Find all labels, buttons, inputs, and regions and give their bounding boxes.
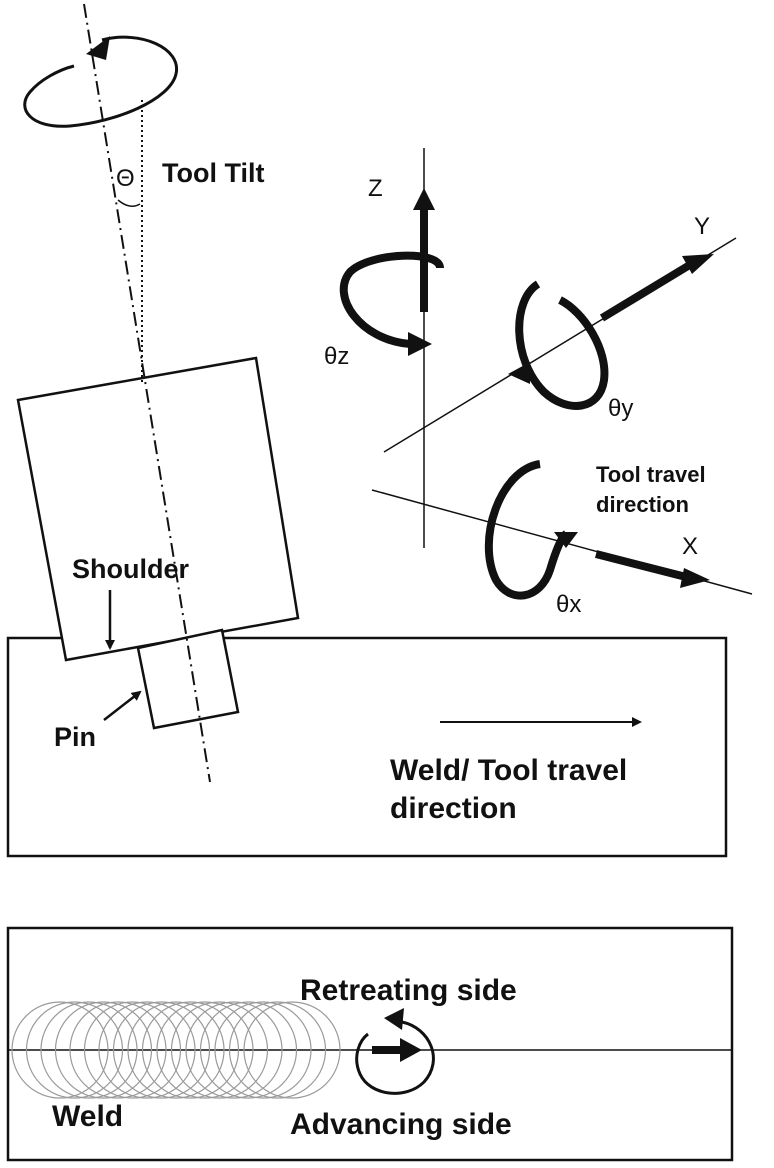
theta-y-rotation-arrow-icon xyxy=(515,280,609,410)
weld-circle xyxy=(228,1001,327,1099)
weld-circle xyxy=(127,1001,225,1099)
workpiece xyxy=(6,636,728,858)
weld-circle xyxy=(25,1001,124,1099)
tool-shoulder xyxy=(16,356,300,662)
weld-circle xyxy=(40,1001,138,1099)
travel-direction-label-line1: Weld/ Tool travel xyxy=(390,754,627,787)
weld-circle xyxy=(199,1001,298,1099)
theta-z-arrowhead-icon xyxy=(408,332,432,356)
y-label: Y xyxy=(694,213,710,240)
weld-circle xyxy=(11,1001,109,1099)
theta-y-label: θy xyxy=(608,395,633,422)
x-arrow-shaft xyxy=(595,550,691,582)
tilt-symbol: Θ xyxy=(116,165,135,192)
rotation-arrow-icon xyxy=(23,35,178,128)
weld-circles xyxy=(11,1001,341,1099)
weld-circle xyxy=(112,1001,211,1099)
theta-x-rotation-arrow-icon xyxy=(484,460,569,600)
tool-rotation-arrow-icon xyxy=(355,1020,435,1095)
tool-direction-arrowhead-icon xyxy=(400,1038,422,1062)
tool-tilt-label: Tool Tilt xyxy=(162,158,264,188)
weld-circle xyxy=(141,1001,240,1099)
weld-circle xyxy=(98,1001,196,1099)
theta-x-label: θx xyxy=(556,591,581,618)
weld-circle xyxy=(156,1001,254,1099)
x-label: X xyxy=(682,533,698,560)
weld-label: Weld xyxy=(52,1100,123,1133)
pin-label: Pin xyxy=(54,722,96,752)
weld-circle xyxy=(243,1001,341,1099)
weld-circle xyxy=(214,1001,312,1099)
y-arrow-shaft xyxy=(599,262,691,322)
x-arrowhead-icon xyxy=(680,568,710,588)
retreating-side-label: Retreating side xyxy=(300,974,517,1007)
z-label: Z xyxy=(368,175,383,202)
weld-circle xyxy=(69,1001,167,1099)
travel-direction-label-line2: direction xyxy=(390,792,517,825)
tool-axis xyxy=(83,3,211,783)
weld-circle xyxy=(170,1001,269,1099)
pin-pointer-arrow xyxy=(103,690,142,721)
weld-circle xyxy=(83,1001,182,1099)
theta-z-rotation-arrow-icon xyxy=(339,251,444,348)
advancing-side-label: Advancing side xyxy=(290,1108,512,1141)
z-arrowhead-icon xyxy=(413,188,435,210)
weld-circle xyxy=(185,1001,283,1099)
tool-travel-direction-line1: Tool travel xyxy=(596,462,706,487)
weld-circle xyxy=(54,1001,153,1099)
tilt-angle-arc xyxy=(117,199,141,207)
tool-travel-direction-line2: direction xyxy=(596,492,689,517)
theta-x-arrowhead-icon xyxy=(554,532,578,548)
rotation-arrowhead-icon xyxy=(86,36,110,60)
y-arrowhead-icon xyxy=(682,254,714,274)
tool-pin xyxy=(136,628,240,730)
theta-y-arrowhead-icon xyxy=(508,362,530,384)
shoulder-label: Shoulder xyxy=(72,554,189,584)
theta-z-label: θz xyxy=(324,343,349,370)
tool-rotation-arrowhead-icon xyxy=(384,1008,404,1030)
